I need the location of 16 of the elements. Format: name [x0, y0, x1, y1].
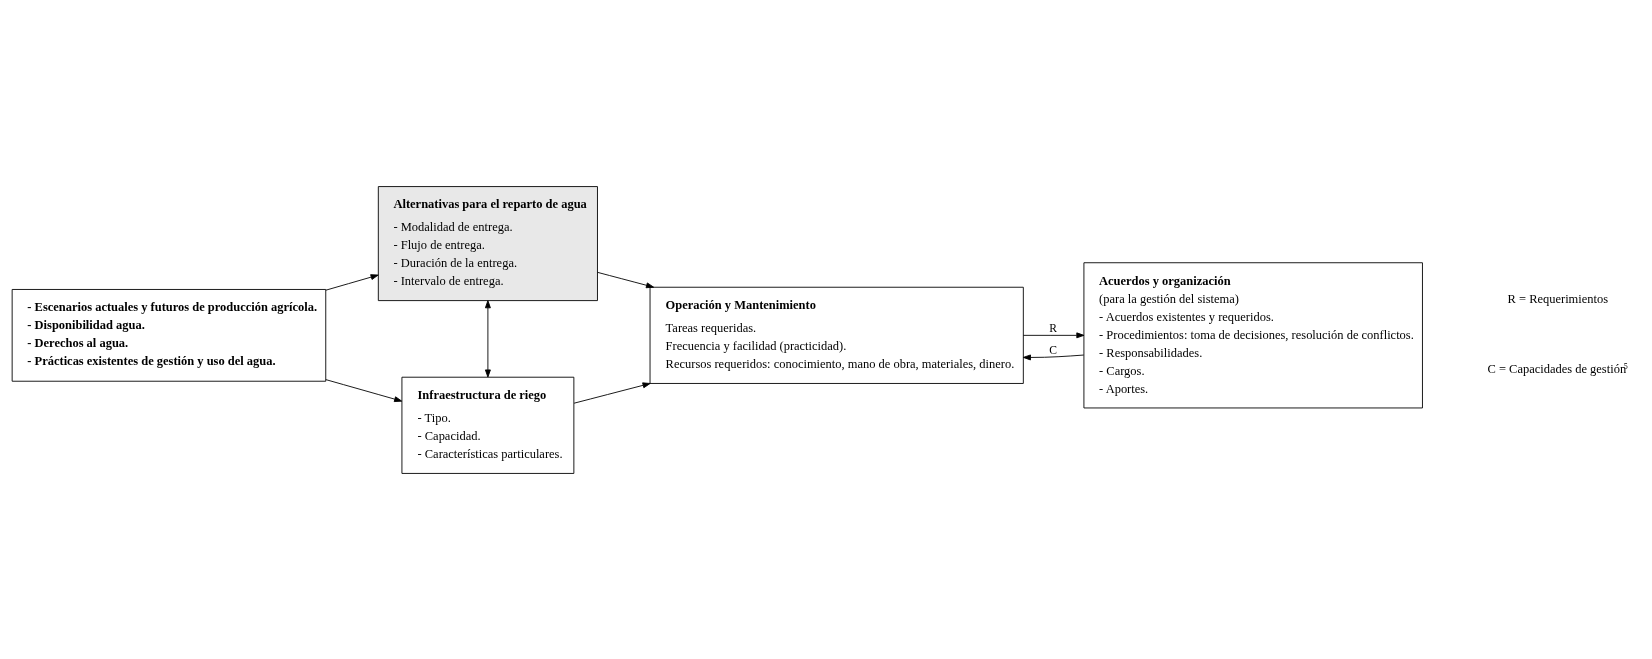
arrow [484, 299, 491, 377]
node-box: Acuerdos y organización (para la gestión del sistema) - Acuerdos existentes y requeridos. - Procedimientos: toma de decisiones, resolución de conflictos. - Responsabilidades. - Cargos. - Aportes. [1083, 261, 1423, 408]
label: C = Capacidades de gestión$^{5}$ [1487, 361, 1628, 376]
arrow [573, 381, 651, 404]
node-box: Infraestructura de riego - Tipo. - Capacidad. - Características particulares. [401, 376, 575, 474]
arrow [597, 271, 655, 288]
node-box: Alternativas para el reparto de agua - Modalidad de entrega. - Flujo de entrega. - Duración de la entrega. - Intervalo de entrega. [377, 185, 598, 301]
node-box: Operación y Mantenimiento Tareas requeridas. Frecuencia y facilidad (practicidad). Recursos requeridos: conocimiento, mano de obra, materiales, dinero. [649, 286, 1024, 384]
arrow [1022, 354, 1085, 360]
arrow [1022, 331, 1085, 338]
edge-label: C [1049, 343, 1057, 357]
node-box: - Escenarios actuales y futuros de producción agrícola. - Disponibilidad agua. - Derechos al agua. - Prácticas existentes de gestión y uso del agua. [11, 288, 327, 382]
arrow [325, 273, 379, 291]
label: R = Requerimientos [1507, 291, 1609, 306]
arrow [325, 378, 403, 402]
edge-label: R [1049, 321, 1057, 335]
